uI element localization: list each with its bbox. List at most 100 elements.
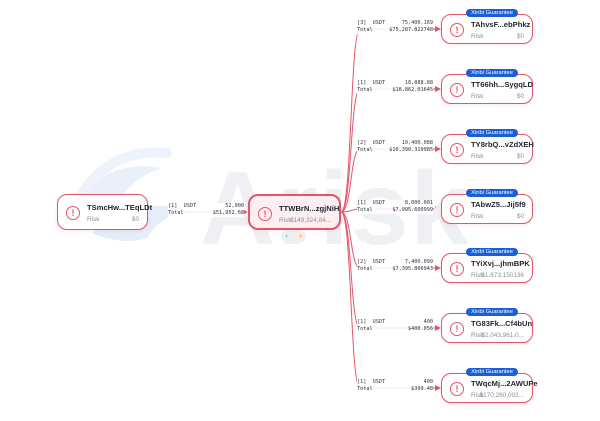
edge-amount: 400 [423, 319, 433, 325]
node-address[interactable]: TTWBrN...zgjNiH [279, 204, 340, 213]
edge-label-row-amount: [1] USDT 400 [357, 379, 433, 386]
edge-label-row-total: Total $400.056 [357, 326, 433, 333]
edge-tx-count: [1] [357, 379, 367, 385]
edge-amount: 7,400.099 [404, 259, 433, 265]
edge-currency: USDT [372, 379, 386, 385]
alert-icon: ! [450, 83, 464, 97]
edge-tx-count: [1] [357, 80, 367, 86]
guarantee-badge: Xinbi Guarantee [466, 248, 518, 256]
alert-icon: ! [450, 23, 464, 37]
alert-icon: ! [450, 143, 464, 157]
edge-label-row-total: Total $75,287.822748 [357, 27, 433, 34]
edge-total: $7,995.600999 [392, 207, 433, 214]
edge-count-group: [1] USDT [357, 80, 385, 87]
node-address[interactable]: TG83Fk...Cf4bUn [471, 319, 533, 328]
alert-icon: ! [66, 206, 80, 220]
edge-label-row-amount: [2] USDT 10,400.088 [357, 140, 433, 147]
edge-tx-count: [1] [357, 319, 367, 325]
collapse-icon[interactable]: ‹ [281, 231, 292, 242]
edge-total-label: Total [357, 147, 373, 154]
edge-amount: 75,400.169 [401, 20, 433, 26]
edge-total: $18,862.01645 [392, 87, 433, 94]
edge-tx-count: [2] [357, 259, 367, 265]
node-address[interactable]: TWqcMj...2AWUPe [471, 379, 538, 388]
edge-tx-count: [3] [357, 20, 367, 26]
edge-count-group: [2] USDT [357, 259, 385, 266]
edge-label-row-total: Total$7,395.806943 [357, 266, 433, 273]
alert-icon: ! [450, 322, 464, 336]
node-risk-label: Risk [279, 217, 292, 224]
guarantee-badge: Xinbi Guarantee [466, 69, 518, 77]
node-risk-value: $2,043,961,0... [481, 332, 524, 339]
guarantee-badge: Xinbi Guarantee [466, 308, 518, 316]
edge-total: $51,952.68 [212, 210, 244, 217]
node-risk-label: Risk [471, 332, 484, 339]
edge-currency: USDT [183, 203, 197, 209]
edge-currency: USDT [372, 80, 386, 86]
edge-amount: 18,888.88 [404, 80, 433, 86]
node-risk-label: Risk [471, 272, 484, 279]
node-risk-label: Risk [471, 33, 484, 40]
edge-amount: 400 [423, 379, 433, 385]
node-risk-value: $1,873,150136 [481, 272, 524, 279]
expand-icon[interactable]: › [295, 231, 306, 242]
edge-label-row-total: Total$18,862.01645 [357, 87, 433, 94]
edge-total: $400.056 [408, 326, 433, 333]
node-risk-label: Risk [87, 216, 100, 223]
node-address[interactable]: TYiXvj...jhmBPK [471, 259, 530, 268]
alert-icon: ! [258, 207, 272, 221]
edge-total-label: Total [357, 266, 373, 273]
edge-currency: USDT [372, 319, 386, 325]
node-risk-value: $149,324,84... [290, 217, 331, 224]
node-risk-label: Risk [471, 213, 484, 220]
edge-total: $75,287.822748 [389, 27, 433, 34]
guarantee-badge: Xinbi Guarantee [466, 368, 518, 376]
node-risk-value: $0 [516, 153, 524, 160]
edge-label-row-total: Total$10,390.319985 [357, 147, 433, 154]
edge-total-label: Total [357, 386, 373, 393]
edge-count-group: [1] USDT [357, 319, 385, 326]
edge-currency: USDT [372, 259, 386, 265]
edge-total-label: Total [168, 210, 184, 217]
edge-total-label: Total [357, 207, 373, 214]
edge-total-label: Total [357, 326, 373, 333]
node-address[interactable]: TAbwZ5...Jij5f9 [471, 200, 526, 209]
guarantee-badge: Xinbi Guarantee [466, 189, 518, 197]
edge-count-group: [2] USDT [357, 140, 385, 147]
hub-node[interactable]: ! TTWBrN...zgjNiH Risk$149,324,84... [248, 194, 341, 230]
edge-amount: 10,400.088 [401, 140, 433, 146]
edge-tx-count: [1] [357, 200, 367, 206]
node-address[interactable]: TT66hh...SygqLD [471, 80, 534, 89]
guarantee-badge: Xinbi Guarantee [466, 129, 518, 137]
edge-label-row-total: Total$399.48 [357, 386, 433, 393]
edge-amount: 8,000.001 [404, 200, 433, 206]
node-risk-value: $170,260,002... [479, 392, 524, 399]
edge-amount: 52,000 [225, 203, 244, 209]
node-risk-value: $0 [131, 216, 139, 223]
node-address[interactable]: TSmcHw...TEqLDt [87, 203, 153, 212]
node-address[interactable]: TY8rbQ...vZdXEH [471, 140, 534, 149]
node-address[interactable]: TAhvsF...ebPhkz [471, 20, 531, 29]
edge-currency: USDT [372, 140, 386, 146]
guarantee-badge: Xinbi Guarantee [466, 9, 518, 17]
edge-label-row-amount: [2] USDT 7,400.099 [357, 259, 433, 266]
edge-count-group: [1] USDT [357, 379, 385, 386]
edge-total-label: Total [357, 27, 373, 34]
